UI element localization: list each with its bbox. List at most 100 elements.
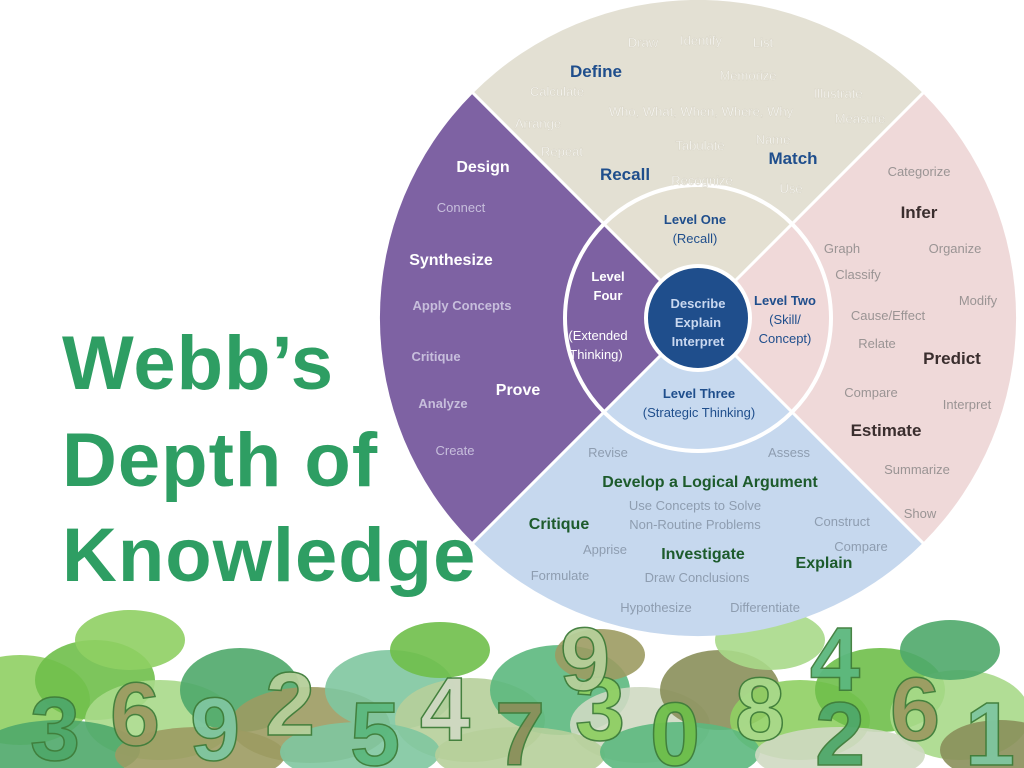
word-level-two-interpret: Interpret: [943, 397, 992, 412]
word-level-three-investigate: Investigate: [661, 546, 745, 563]
word-level-one-measure: Measure: [835, 111, 886, 126]
level-four-title-1: Level: [591, 269, 624, 284]
word-level-one-define: Define: [570, 62, 622, 81]
word-level-three-apprise: Apprise: [583, 542, 627, 557]
foam-digit: 0: [650, 685, 700, 768]
foam-piece: [900, 620, 1000, 680]
word-level-one-arrange: Arrange: [515, 116, 561, 131]
word-level-one-name: Name: [756, 132, 791, 147]
foam-digit: 9: [560, 610, 610, 710]
title-line-depth-of: Depth of: [62, 418, 379, 503]
foam-digit: 8: [735, 660, 785, 760]
sector-level-one: [473, 0, 923, 318]
word-level-three-use-concepts-to-solve: Use Concepts to Solve: [629, 498, 761, 513]
foam-digit: 1: [965, 685, 1015, 768]
word-level-two-summarize: Summarize: [884, 462, 950, 477]
word-level-three-explain: Explain: [796, 555, 853, 572]
word-level-one-draw: Draw: [628, 35, 659, 50]
inner-label-level-two: Level Two (Skill/ Concept): [754, 293, 816, 346]
title-line-webbs: Webb’s: [62, 321, 335, 406]
word-level-two-estimate: Estimate: [851, 421, 922, 440]
inner-sector-level-three: [604, 318, 792, 451]
level-one-title: Level One: [664, 212, 726, 227]
inner-label-level-one: Level One (Recall): [664, 212, 726, 246]
word-level-three-hypothesize: Hypothesize: [620, 600, 692, 615]
foam-piece: [435, 727, 605, 768]
level-three-sub: (Strategic Thinking): [643, 405, 755, 420]
word-level-four-design: Design: [456, 159, 509, 176]
center-line-explain: Explain: [675, 315, 721, 330]
inner-sector-level-one: [604, 185, 792, 318]
foam-piece: [75, 610, 185, 670]
word-level-four-synthesize: Synthesize: [409, 252, 493, 269]
level-four-title-2: Four: [594, 288, 623, 303]
foam-digit: 4: [810, 610, 860, 710]
word-level-one-use: Use: [779, 181, 802, 196]
word-level-one-match: Match: [768, 149, 817, 168]
center-line-describe: Describe: [671, 296, 726, 311]
foam-digit: 2: [265, 655, 315, 755]
inner-sector-level-four: [565, 224, 698, 412]
foam-digit: 3: [30, 680, 80, 768]
foam-piece: [115, 727, 285, 768]
foam-digit: 4: [420, 660, 470, 760]
word-level-one-illustrate: Illustrate: [813, 86, 862, 101]
word-level-three-develop-a-logical-argument: Develop a Logical Argument: [602, 474, 818, 491]
foam-piece: [555, 629, 645, 681]
word-level-one-recognize: Recognize: [671, 173, 732, 188]
foam-digit: 7: [495, 685, 545, 768]
foam-piece: [0, 720, 140, 768]
title-line-knowledge: Knowledge: [62, 513, 477, 598]
word-level-four-analyze: Analyze: [418, 396, 467, 411]
word-level-one-who-what-when-where-why: Who, What, When, Where, Why: [609, 104, 794, 119]
word-level-three-critique: Critique: [529, 516, 590, 533]
foam-piece: [600, 722, 760, 768]
foam-piece: [755, 727, 925, 768]
foam-digit: 5: [350, 685, 400, 768]
word-level-four-create: Create: [435, 443, 474, 458]
word-level-two-cause-effect: Cause/Effect: [851, 308, 926, 323]
word-level-two-modify: Modify: [959, 293, 998, 308]
foam-piece: [940, 720, 1024, 768]
foam-digit: 6: [110, 665, 160, 765]
sector-level-four: [379, 93, 698, 543]
word-level-three-draw-conclusions: Draw Conclusions: [645, 570, 750, 585]
sector-level-two: [698, 93, 1017, 543]
word-level-three-assess: Assess: [768, 445, 810, 460]
inner-label-level-three: Level Three (Strategic Thinking): [643, 386, 755, 420]
word-level-three-construct: Construct: [814, 514, 870, 529]
level-one-sub: (Recall): [673, 231, 718, 246]
word-level-four-prove: Prove: [496, 382, 541, 399]
word-level-one-memorize: Memorize: [719, 68, 776, 83]
sector-level-three: [473, 318, 923, 637]
word-level-one-repeat: Repeat: [541, 144, 583, 159]
word-level-four-connect: Connect: [437, 200, 486, 215]
word-level-one-tabulate: Tabulate: [675, 138, 724, 153]
word-level-two-organize: Organize: [929, 241, 982, 256]
foam-digit: 2: [815, 685, 865, 768]
word-level-two-relate: Relate: [858, 336, 896, 351]
word-level-two-compare: Compare: [844, 385, 897, 400]
word-level-one-calculate: Calculate: [530, 84, 584, 99]
level-two-sub-2: Concept): [759, 331, 812, 346]
word-level-three-differentiate: Differentiate: [730, 600, 800, 615]
word-level-two-show: Show: [904, 506, 937, 521]
foam-piece: [280, 722, 440, 768]
inner-ring: [563, 183, 833, 453]
center-circle: [644, 264, 752, 372]
foam-piece: [390, 622, 490, 678]
word-level-two-infer: Infer: [901, 203, 938, 222]
foam-digit: 3: [575, 660, 625, 760]
foam-digit: 6: [890, 660, 940, 760]
word-level-two-predict: Predict: [923, 349, 981, 368]
level-three-title: Level Three: [663, 386, 735, 401]
level-two-sub-1: (Skill/: [769, 312, 801, 327]
word-level-three-revise: Revise: [588, 445, 628, 460]
center-line-interpret: Interpret: [672, 334, 725, 349]
word-level-three-compare: Compare: [834, 539, 887, 554]
level-two-title: Level Two: [754, 293, 816, 308]
level-four-sub-1: (Extended: [568, 328, 627, 343]
